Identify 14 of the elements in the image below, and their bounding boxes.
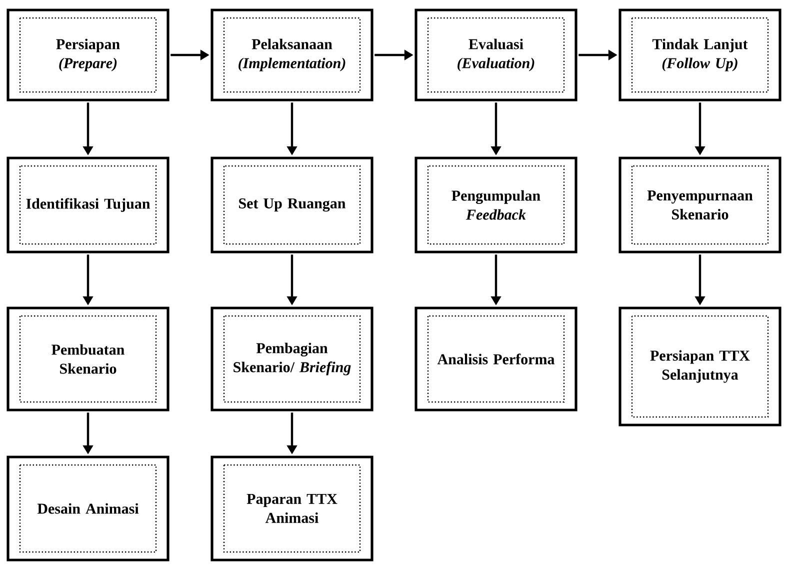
process-box: Persiapan TTX Selanjutnya [618, 306, 782, 426]
process-box: Pembagian Skenario/ Briefing [210, 306, 374, 412]
process-box: Set Up Ruangan [210, 156, 374, 254]
process-box: Paparan TTX Animasi [210, 456, 374, 562]
process-box: Persiapan (Prepare) [6, 8, 170, 102]
process-box: Tindak Lanjut (Follow Up) [618, 8, 782, 102]
process-box: Pelaksanaan (Implementation) [210, 8, 374, 102]
process-box: Penyempurnaan Skenario [618, 156, 782, 254]
process-box: Analisis Performa [414, 306, 578, 412]
process-box: Pengumpulan Feedback [414, 156, 578, 254]
process-box: Desain Animasi [6, 456, 170, 562]
process-box: Identifikasi Tujuan [6, 156, 170, 254]
process-box: Evaluasi (Evaluation) [414, 8, 578, 102]
process-box: Pembuatan Skenario [6, 306, 170, 412]
